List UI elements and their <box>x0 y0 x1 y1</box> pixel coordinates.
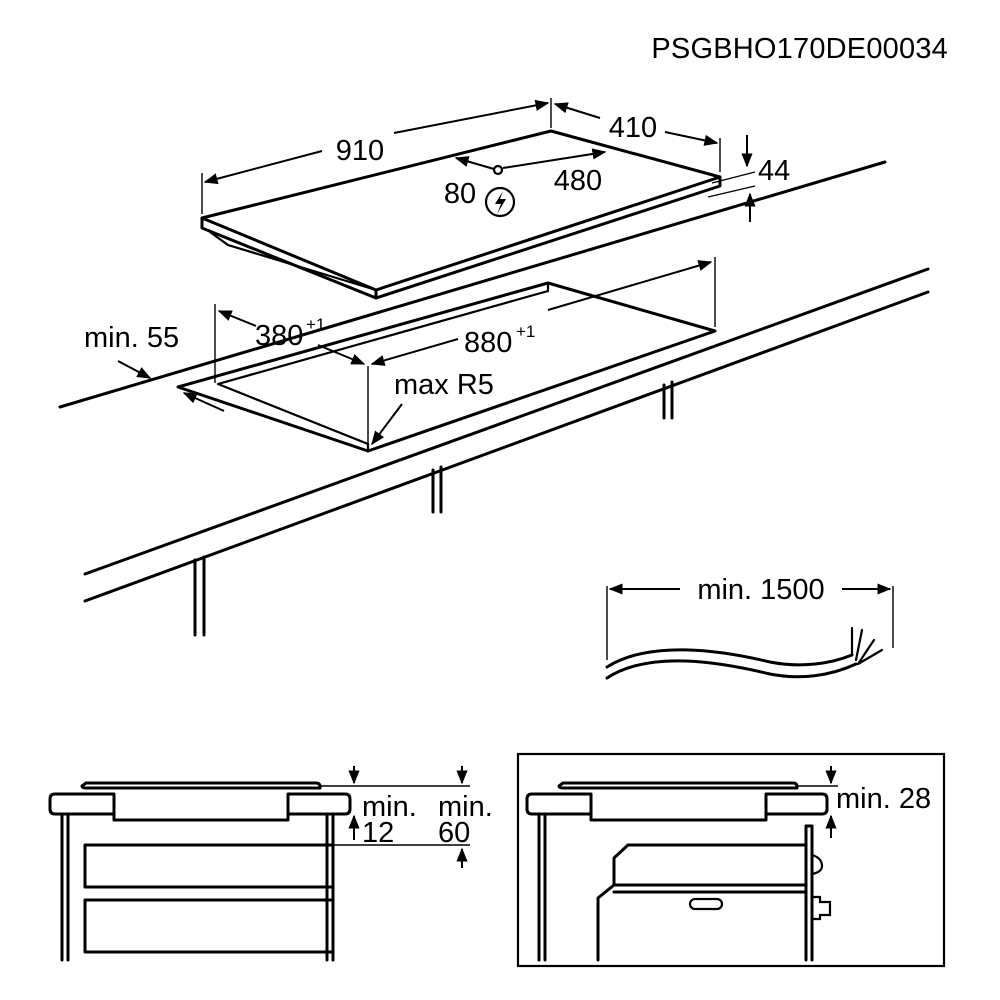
drawer-clearance-value: 60 <box>438 817 470 849</box>
hob <box>200 129 722 300</box>
connection-point-dimensions: 80 480 <box>444 148 607 218</box>
oven-installation-section: min. 28 <box>516 752 946 968</box>
drawer-gap-value: 12 <box>362 817 394 849</box>
cutout-width-dimension: 880 +1 <box>370 257 716 366</box>
worktop <box>58 160 930 637</box>
hob-width-dimension: 910 <box>201 98 552 214</box>
drawer-gap-min-label: min. <box>362 791 417 823</box>
hob-height-dimension: 44 <box>707 135 790 222</box>
worktop-cutout <box>176 281 717 453</box>
cutout-depth-dimension: 380 +1 <box>214 304 369 444</box>
cutout-depth-label: 380 <box>255 320 303 352</box>
corner-radius-label: max R5 <box>394 369 494 401</box>
drawer-installation-section: min. 12 min. 60 <box>48 766 493 962</box>
cable-length-label: min. 1500 <box>697 574 824 606</box>
hob-height-label: 44 <box>758 155 790 187</box>
connection-offset-x-label: 80 <box>444 178 476 210</box>
cutout-depth-tolerance: +1 <box>306 315 325 334</box>
oven-clearance-label: min. 28 <box>836 783 931 815</box>
hob-width-label: 910 <box>336 135 384 167</box>
document-code: PSGBHO170DE00034 <box>651 33 948 65</box>
connection-offset-y-label: 480 <box>554 165 602 197</box>
corner-radius-callout: max R5 <box>371 369 494 446</box>
front-edge-dimension: min. 55 <box>84 322 225 412</box>
cutout-width-tolerance: +1 <box>516 322 535 341</box>
front-edge-label: min. 55 <box>84 322 179 354</box>
drawer-clearance-min-label: min. <box>438 791 493 823</box>
hob-depth-label: 410 <box>609 112 657 144</box>
hob-depth-dimension: 410 <box>553 102 721 172</box>
lightning-bolt-icon <box>484 186 516 218</box>
cutout-width-label: 880 <box>464 327 512 359</box>
power-cable: min. 1500 <box>605 574 894 680</box>
